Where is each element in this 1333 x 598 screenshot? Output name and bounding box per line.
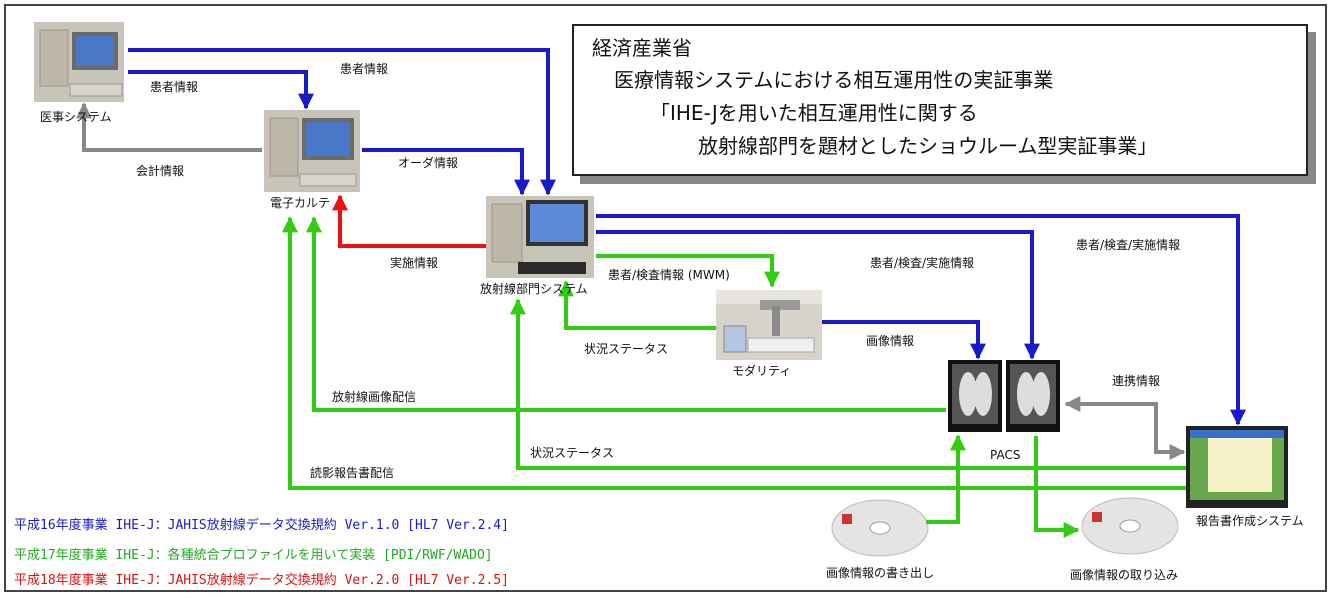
node-label-iji: 医事システム <box>40 110 112 124</box>
flow-label-status-report: 状況ステータス <box>530 446 615 460</box>
arrow-performed <box>332 194 486 248</box>
arrow-status-report <box>510 298 1186 470</box>
arrow-import <box>1034 436 1080 538</box>
legend-item-h16: 平成16年度事業 IHE-J：JAHIS放射線データ交換規約 Ver.1.0 [… <box>14 518 509 533</box>
arrow-image <box>822 320 986 360</box>
node-label-report: 報告書作成システム <box>1196 514 1304 528</box>
legend-item-h18: 平成18年度事業 IHE-J：JAHIS放射線データ交換規約 Ver.2.0 [… <box>14 573 509 588</box>
legend-item-h17: 平成17年度事業 IHE-J：各種統合プロファイルを用いて実装 [PDI/RWF… <box>14 548 493 563</box>
flow-label-image: 画像情報 <box>866 334 915 348</box>
outer-frame <box>4 4 1327 592</box>
node-label-import: 画像情報の取り込み <box>1070 568 1179 582</box>
node-label-ris: 放射線部門システム <box>480 282 588 296</box>
flow-label-mwm: 患者/検査情報 (MWM) <box>608 268 730 282</box>
flow-label-pacs-info: 患者/検査/実施情報 <box>870 256 975 270</box>
flow-label-billing: 会計情報 <box>136 164 185 178</box>
title-box: 経済産業省 医療情報システムにおける相互運用性の実証事業 「IHE-Jを用いた相… <box>572 24 1308 176</box>
flow-label-report-info: 患者/検査/実施情報 <box>1076 238 1181 252</box>
arrow-patient-iji <box>128 70 314 110</box>
pacs-monitor-icon <box>948 360 1060 432</box>
flow-label-link: 連携情報 <box>1112 374 1161 388</box>
flow-label-patient-top: 患者情報 <box>340 62 389 76</box>
ris-computer-icon <box>486 196 594 278</box>
import-disc-icon <box>1081 497 1179 555</box>
node-label-pacs: PACS <box>990 448 1021 462</box>
export-disc-icon <box>831 499 929 557</box>
flow-label-image-dist: 放射線画像配信 <box>332 390 417 404</box>
title-line-3: 「IHE-Jを用いた相互運用性に関する <box>650 101 978 125</box>
arrow-image-dist <box>306 216 946 412</box>
karte-computer-icon <box>264 110 360 192</box>
modality-device-icon <box>716 290 822 360</box>
arrow-order <box>362 148 530 196</box>
arrow-status-modality <box>558 280 716 330</box>
flow-label-patient-iji: 患者情報 <box>150 80 199 94</box>
arrow-export <box>926 434 966 524</box>
title-line-2: 医療情報システムにおける相互運用性の実証事業 <box>614 68 1054 92</box>
flow-label-performed: 実施情報 <box>390 256 439 270</box>
iji-computer-icon <box>34 22 124 102</box>
arrow-mwm <box>596 254 780 288</box>
flow-label-report-dist: 読影報告書配信 <box>310 466 395 480</box>
node-label-karte: 電子カルテ <box>270 196 331 210</box>
report-monitor-icon <box>1186 426 1288 508</box>
arrow-pacs-info <box>596 230 1040 360</box>
arrow-report-info <box>596 214 1246 426</box>
node-label-export: 画像情報の書き出し <box>826 566 935 580</box>
flow-label-order: オーダ情報 <box>398 156 459 170</box>
flow-label-status-modality: 状況ステータス <box>584 342 669 356</box>
title-line-1: 経済産業省 <box>592 36 692 60</box>
node-label-modality: モダリティ <box>732 364 792 378</box>
arrow-patient-top <box>128 48 556 196</box>
arrow-link <box>1064 396 1186 460</box>
title-line-4: 放射線部門を題材としたショウルーム型実証事業」 <box>698 134 1158 158</box>
arrow-billing <box>76 102 262 152</box>
arrow-report-dist <box>282 216 1186 490</box>
